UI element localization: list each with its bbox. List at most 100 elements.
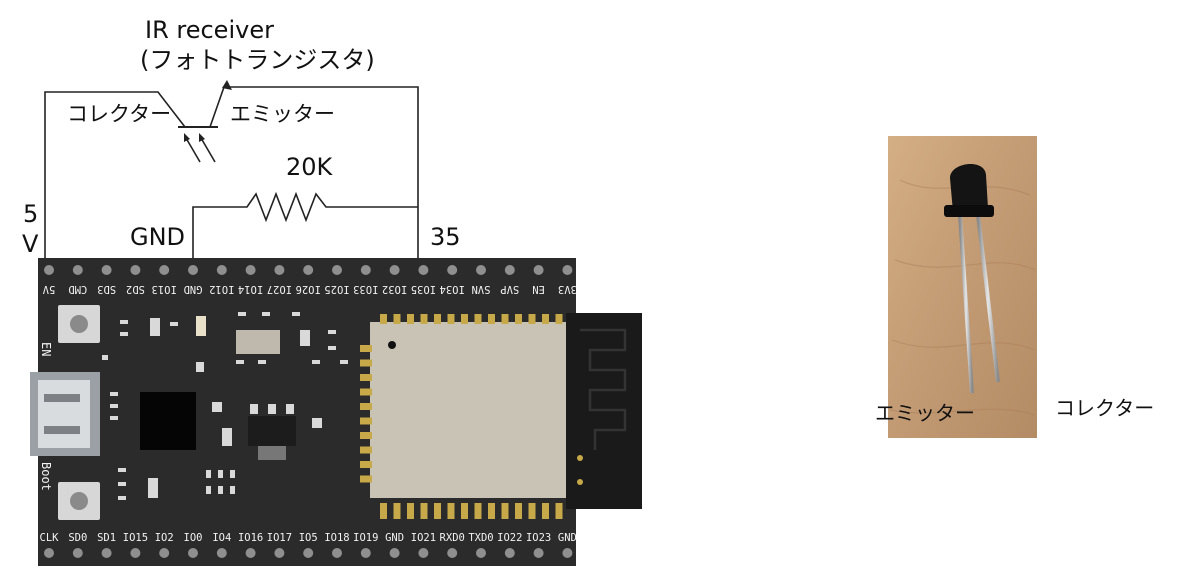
pin-label-top: SVP <box>500 283 519 295</box>
module-pad <box>360 461 372 468</box>
module-pads-top <box>380 314 563 324</box>
header-pin <box>72 548 83 558</box>
smd-component <box>118 496 126 500</box>
module-pad <box>360 403 372 410</box>
usb-connector-slot <box>44 426 80 434</box>
boot-button-cap[interactable] <box>70 492 88 510</box>
module-pad <box>528 314 536 324</box>
led <box>196 316 206 336</box>
module-pad <box>542 314 549 324</box>
light-arrowhead-1 <box>184 133 190 142</box>
usb-connector-slot <box>44 394 80 402</box>
antenna-trace <box>580 328 627 450</box>
smd-component <box>286 404 294 414</box>
header-pin <box>130 265 141 275</box>
header-pin <box>533 265 544 275</box>
pin-label-top: IO12 <box>209 283 234 295</box>
module-pad <box>542 503 549 519</box>
smd-component <box>110 404 118 408</box>
module-pad <box>380 503 387 519</box>
smd-component <box>222 428 232 446</box>
module-pad <box>360 345 372 352</box>
header-pin <box>101 265 112 275</box>
module-pad <box>515 314 522 324</box>
pin-label-top: EN <box>532 283 545 295</box>
header-pin <box>562 548 573 558</box>
smd-component <box>150 318 160 336</box>
pin-label-bottom: IO23 <box>526 532 551 544</box>
pin-label-bottom: GND <box>558 532 577 544</box>
module-pads-left <box>360 345 372 483</box>
emitter-arrowhead <box>222 80 232 90</box>
pin-label-bottom: SD1 <box>97 532 116 544</box>
pin-label-bottom: IO18 <box>324 532 349 544</box>
emitter-label: エミッター <box>230 102 335 126</box>
smd-component <box>196 362 204 372</box>
schematic-title: IR receiver <box>145 16 274 44</box>
header-pin <box>130 548 141 558</box>
pin-label-bottom: RXD0 <box>440 532 465 544</box>
module-pad <box>474 314 482 324</box>
pin-label-top: IO27 <box>267 283 292 295</box>
pin-label-top: CMD <box>68 283 87 295</box>
module-pad <box>407 503 414 519</box>
light-arrowhead-2 <box>199 133 205 142</box>
schematic-subtitle: (フォトトランジスタ) <box>140 46 375 74</box>
smd-component <box>110 416 118 420</box>
module-pad <box>488 314 495 324</box>
vcc-label-5: 5 <box>23 200 38 228</box>
collector-lead <box>976 214 1000 383</box>
resistor-label: 20K <box>286 153 334 181</box>
wifi-module <box>370 322 566 498</box>
pin-35-label: 35 <box>430 223 461 251</box>
smd-component <box>312 360 320 364</box>
smd-component <box>236 360 244 364</box>
smd-component <box>148 478 158 498</box>
smd-component <box>118 482 126 486</box>
pin-label-bottom: IO22 <box>497 532 522 544</box>
module-pad <box>434 314 441 324</box>
smd-component <box>206 470 211 478</box>
module-pad <box>474 503 482 519</box>
header-pin <box>72 265 83 275</box>
emitter-wire <box>209 86 419 258</box>
vcc-wire <box>44 91 186 258</box>
component-photo: エミッター コレクター <box>875 136 1154 438</box>
pin-label-bottom: IO2 <box>155 532 174 544</box>
module-pad <box>434 503 441 519</box>
smd-component <box>212 402 222 412</box>
smd-component <box>206 486 211 494</box>
module-pad <box>461 314 468 324</box>
smd-component <box>268 404 276 414</box>
pin-label-top: SVN <box>472 283 491 295</box>
pin-label-bottom: IO4 <box>212 532 231 544</box>
module-pad <box>407 314 414 324</box>
smd-components <box>102 312 348 500</box>
smd-component <box>238 312 246 316</box>
header-pin <box>216 265 227 275</box>
smd-component <box>230 470 235 478</box>
schematic: IR receiver (フォトトランジスタ) コレクター エミッター 20K … <box>22 16 461 258</box>
en-button-cap[interactable] <box>70 315 88 333</box>
header-pin <box>188 548 198 558</box>
pin-label-bottom: TXD0 <box>468 532 493 544</box>
pin-label-top: SD2 <box>126 283 145 295</box>
antenna-pad <box>577 455 583 461</box>
header-pin <box>44 548 54 558</box>
usb-uart-chip <box>140 392 196 450</box>
header-pins-bottom <box>44 548 573 558</box>
phototransistor-rim <box>944 205 994 217</box>
module-pad <box>555 503 563 519</box>
header-pin <box>303 548 314 558</box>
pin-label-bottom: IO16 <box>238 532 263 544</box>
pin-label-top: SD3 <box>97 283 116 295</box>
module-pad <box>447 503 455 519</box>
collector-label: コレクター <box>67 102 171 126</box>
pin-label-top: IO34 <box>440 283 465 295</box>
header-pin <box>476 548 486 558</box>
pin-label-top: IO26 <box>296 283 321 295</box>
module-pad <box>360 417 372 425</box>
